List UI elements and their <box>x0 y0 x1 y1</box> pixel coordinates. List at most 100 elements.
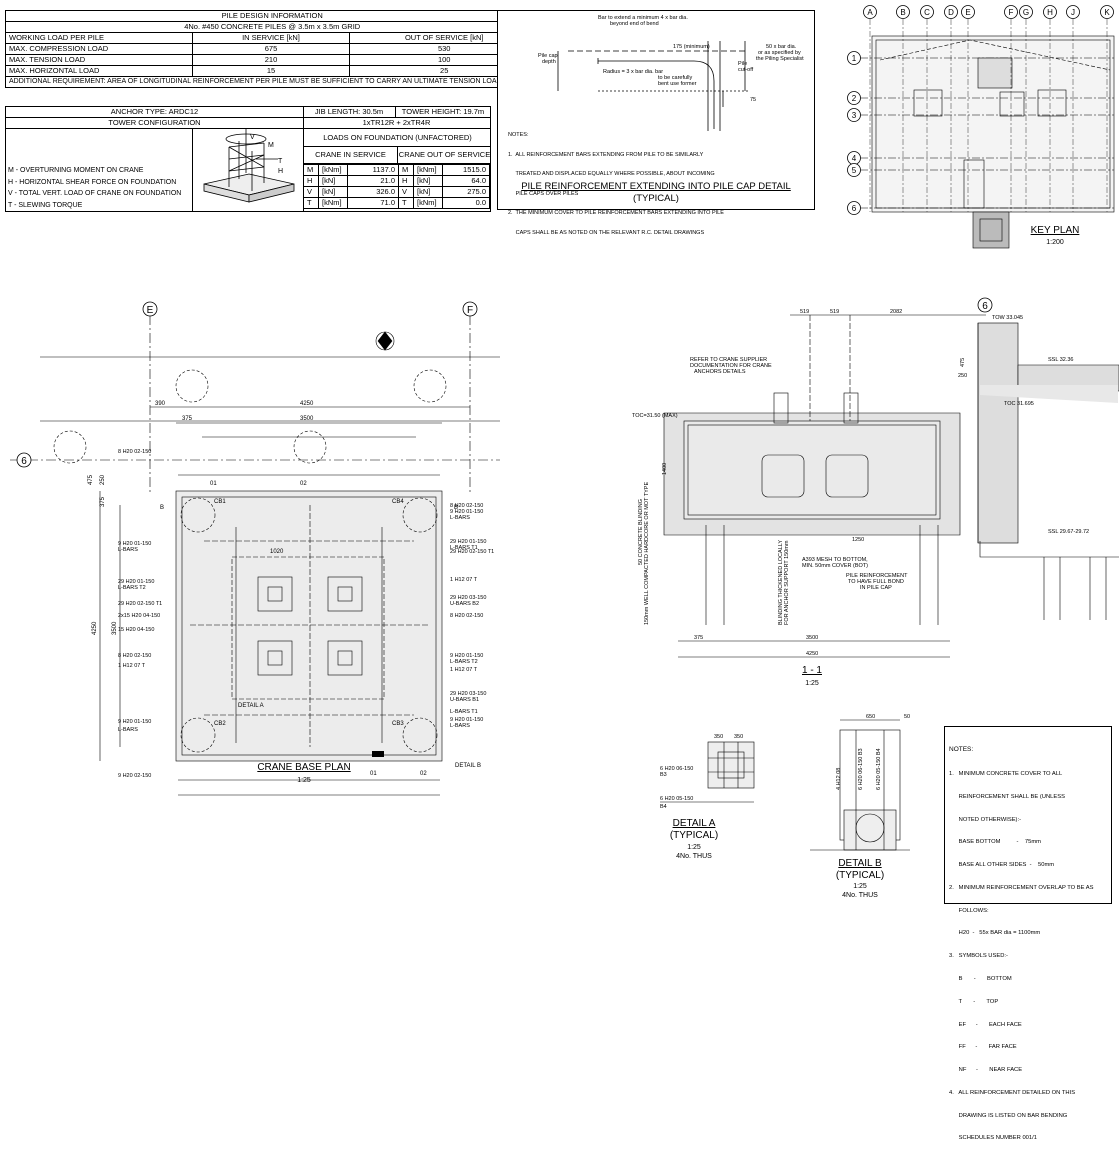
table-cell: T <box>398 197 414 209</box>
table-cell: V <box>398 186 414 198</box>
grid-bubble <box>1004 5 1018 19</box>
bar-mark: 29 H20 01-150 <box>118 579 154 585</box>
table-row: MAX. TENSION LOAD 210 100 <box>5 54 540 66</box>
section-label: ANCHORS DETAILS <box>694 369 746 375</box>
small-mark: 01 <box>370 771 377 777</box>
note-line: NF - NEAR FACE <box>949 1067 1023 1074</box>
pile-table-header: IN SERVICE [kN] <box>192 32 350 44</box>
note-line: FOLLOWS: <box>949 907 989 914</box>
pd-label: Pile cap <box>538 53 558 59</box>
grid-bubble <box>863 5 877 19</box>
table-cell: V <box>303 186 319 198</box>
dim-label: 1020 <box>270 549 284 555</box>
section-dim: 4250 <box>806 651 818 657</box>
table-cell: [kNm] <box>318 197 348 209</box>
corner-label: CB3 <box>392 721 404 727</box>
pd-label: or as specified by <box>758 50 801 56</box>
legend-item: M - OVERTURNING MOMENT ON CRANE <box>8 167 144 174</box>
bar-mark: 29 H20 03-150 <box>450 595 486 601</box>
pile-table-title: PILE DESIGN INFORMATION <box>4 10 540 22</box>
note-line: 4. ALL REINFORCEMENT DETAILED ON THIS <box>949 1089 1076 1096</box>
pd-label: cut-off <box>738 67 754 73</box>
bar-mark: L-BARS <box>118 727 138 733</box>
note-line: 3. SYMBOLS USED:- <box>949 953 1008 960</box>
key-plan-title: KEY PLAN <box>1031 225 1080 236</box>
grid-label-f: F <box>467 305 473 316</box>
section-dim: 250 <box>958 373 967 379</box>
detail-a-mark: 6 H20 05-150 <box>660 796 693 802</box>
note-line: FF - FAR FACE <box>949 1044 1017 1051</box>
table-cell: 71.0 <box>347 197 399 209</box>
table-cell: MAX. TENSION LOAD <box>5 54 193 66</box>
crane-out-service: CRANE OUT OF SERVICE <box>398 150 491 159</box>
bar-mark: 9 H20 01-150 <box>118 541 151 547</box>
table-cell: [kN] <box>318 186 348 198</box>
section-title: 1 - 1 <box>802 665 822 676</box>
jib-length: JIB LENGTH: 30.5m <box>303 107 396 118</box>
bar-mark: L-BARS <box>450 723 470 729</box>
table-cell: 0.0 <box>442 197 490 209</box>
detail-b-mark: 6 H20 05-150 B4 <box>876 748 882 790</box>
pd-label: the Piling Specialist <box>756 56 804 62</box>
section-dim: 519 <box>830 309 839 315</box>
note-line: H20 - 55x BAR dia = 1100mm <box>949 930 1041 937</box>
pd-label: 75 <box>750 97 756 103</box>
note-line: 1. MINIMUM CONCRETE COVER TO ALL <box>949 770 1063 777</box>
table-cell: [kN] <box>413 186 443 198</box>
fig-label-v: V <box>250 134 255 141</box>
grid-label: K <box>1104 8 1110 17</box>
pile-reinforcement-detail: Bar to extend a minimum 4 x bar dia. bey… <box>497 10 815 236</box>
detail-a-qty: 4No. THUS <box>676 853 712 860</box>
crane-base-scale: 1:25 <box>297 777 311 784</box>
tower-config-label: TOWER CONFIGURATION <box>6 118 304 129</box>
section-label: 150mm WELL COMPACTED HARDCORE OR MOT TYP… <box>644 482 650 625</box>
corner-label: CB1 <box>214 499 226 505</box>
bar-mark: 8 H20 02-150 <box>450 503 483 509</box>
section-label: DOCUMENTATION FOR CRANE <box>690 363 772 369</box>
pd-label: Radius = 3 x bar dia. bar <box>603 69 663 75</box>
small-mark: B <box>454 505 458 511</box>
corner-label: CB4 <box>392 499 404 505</box>
pd-notes-title: NOTES: <box>508 132 529 138</box>
table-cell: [kNm] <box>413 197 443 209</box>
bar-mark: 8 H20 02-150 <box>450 613 483 619</box>
dim-label: 4250 <box>92 621 98 635</box>
detail-a-scale: 1:25 <box>687 844 701 851</box>
bar-mark: 1 H12 07 T <box>450 667 478 673</box>
table-cell: [kNm] <box>318 164 348 176</box>
section-dim: 475 <box>960 358 966 367</box>
key-plan-scale: 1:200 <box>1046 239 1064 246</box>
table-cell: H <box>303 175 319 187</box>
pile-detail-drawing: Bar to extend a minimum 4 x bar dia. bey… <box>538 15 804 131</box>
grid-label: 6 <box>852 204 857 213</box>
table-cell: 210 <box>192 54 350 66</box>
table-cell: H <box>398 175 414 187</box>
pd-note: 1. ALL REINFORCEMENT BARS EXTENDING FROM… <box>508 151 704 158</box>
pd-label: to be carefully <box>658 75 692 81</box>
note-line: EF - EACH FACE <box>949 1021 1022 1028</box>
grid-label: 3 <box>852 111 857 120</box>
note-line: DRAWING IS LISTED ON BAR BENDING <box>949 1112 1068 1119</box>
grid-label: 2 <box>852 94 857 103</box>
detail-b-mark: 6 H20 06-150 B3 <box>858 748 864 790</box>
grid-label: 1 <box>852 54 857 63</box>
bar-mark: 9 H20 01-150 <box>450 717 483 723</box>
detail-b-callout: DETAIL B <box>455 763 481 769</box>
detail-b-scale: 1:25 <box>853 883 867 890</box>
pd-subtitle: (TYPICAL) <box>633 193 679 204</box>
bar-mark: 9 H20 01-150 <box>450 653 483 659</box>
table-cell: MAX. HORIZONTAL LOAD <box>5 65 193 77</box>
grid-label: 4 <box>852 154 857 163</box>
pd-label: 175 (minimum) <box>673 44 710 50</box>
bar-mark: 8 H20 02-150 <box>118 449 151 455</box>
grid-label: H <box>1047 8 1053 17</box>
detail-b: 650 50 4 H12 08 6 H20 06-150 B3 6 H20 05… <box>810 714 910 899</box>
note-line: 2. MINIMUM REINFORCEMENT OVERLAP TO BE A… <box>949 884 1094 891</box>
table-row: T [kNm] 71.0 T [kNm] 0.0 <box>303 197 490 209</box>
grid-label-e: E <box>147 305 154 316</box>
grid-bubble <box>961 5 975 19</box>
